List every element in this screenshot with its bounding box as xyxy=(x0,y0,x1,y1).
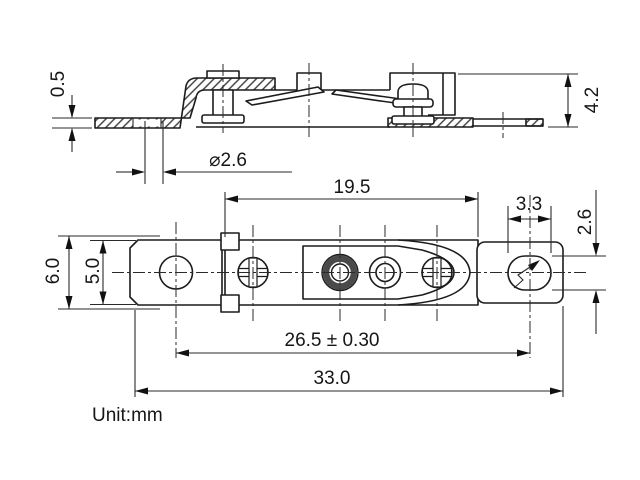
dim-mounting-hole-label: ⌀2.6 xyxy=(209,150,247,171)
dim-overall-height: 4.2 xyxy=(458,73,603,128)
dim-terminal-hole-width-label: 3.3 xyxy=(516,194,542,215)
side-centerlines xyxy=(222,63,504,138)
dim-overall-width-label: 6.0 xyxy=(43,258,64,284)
bimetal-mechanism xyxy=(245,86,409,106)
clinch-tab-bottom xyxy=(220,294,240,313)
clinch-tab-top xyxy=(220,232,240,251)
leader-arrow xyxy=(513,260,540,289)
dim-hole-pitch: 26.5 ± 0.30 xyxy=(176,330,530,357)
dim-bracket-width: 5.0 xyxy=(83,239,136,306)
dim-overall-length: 33.0 xyxy=(134,306,564,397)
dim-terminal-hole-width: 3.3 xyxy=(507,194,552,253)
dim-bracket-width-label: 5.0 xyxy=(83,258,104,284)
plan-centerlines xyxy=(112,195,588,358)
dim-plate-thickness: 0.5 xyxy=(48,71,92,152)
dim-body-length-label: 19.5 xyxy=(334,177,371,198)
dim-overall-width: 6.0 xyxy=(43,235,160,310)
dim-terminal-hole-height: 2.6 xyxy=(552,190,606,334)
unit-label: Unit:mm xyxy=(92,405,163,426)
dim-overall-height-label: 4.2 xyxy=(582,87,603,113)
dim-terminal-hole-height-label: 2.6 xyxy=(575,209,596,235)
mounting-plate-section xyxy=(94,77,276,129)
terminal-tab-section xyxy=(525,118,544,127)
mounting-hole-section xyxy=(133,119,161,127)
side-view: 0.5 ⌀2.6 4.2 xyxy=(48,63,603,184)
dim-body-length: 19.5 xyxy=(224,177,479,237)
dim-hole-pitch-label: 26.5 ± 0.30 xyxy=(285,330,380,351)
dim-mounting-hole: ⌀2.6 xyxy=(116,121,292,184)
plan-view: 19.5 3.3 2.6 6.0 xyxy=(43,177,606,397)
dim-overall-length-label: 33.0 xyxy=(314,368,351,389)
dim-plate-thickness-label: 0.5 xyxy=(48,71,69,97)
